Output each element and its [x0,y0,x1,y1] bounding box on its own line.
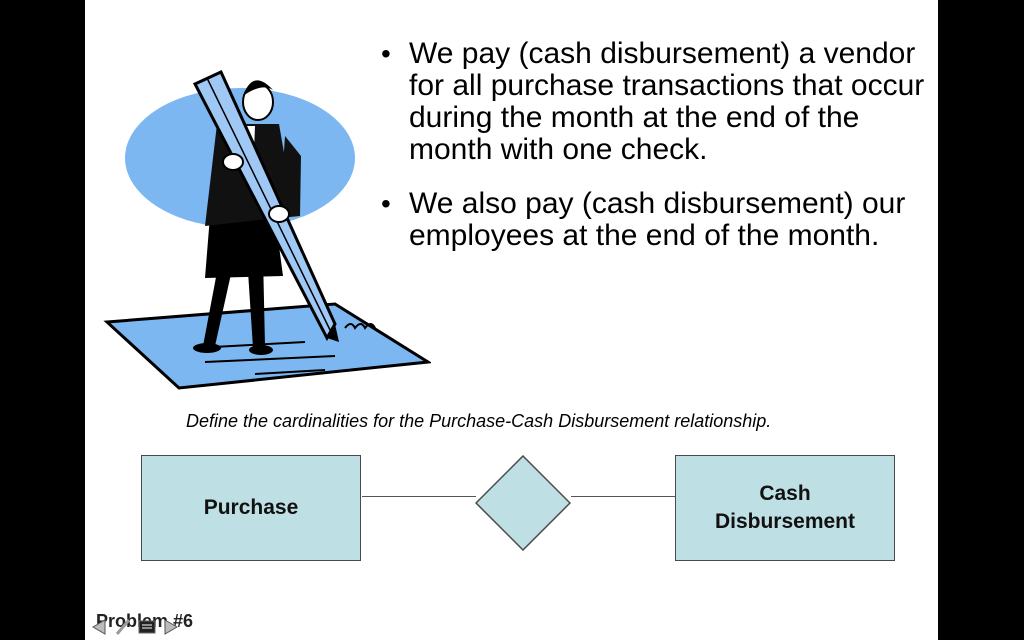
bullet-list: • We pay (cash disbursement) a vendor fo… [377,38,927,274]
bullet-item: • We also pay (cash disbursement) our em… [377,188,927,252]
entity-purchase-label: Purchase [203,496,299,519]
entity-purchase: Purchase [141,455,361,561]
bullet-dot: • [381,38,391,69]
instruction-text: Define the cardinalities for the Purchas… [186,411,772,431]
pen-tool-icon[interactable] [112,617,134,637]
woman-with-pen-clipart [103,70,431,390]
slide-navigation [88,616,184,638]
entity-cash-label-line2: Disbursement [714,510,856,533]
next-slide-icon[interactable] [160,617,182,637]
entity-cash-disbursement: Cash Disbursement [675,455,895,561]
bullet-item: • We pay (cash disbursement) a vendor fo… [377,38,927,166]
entity-cash-label-line1: Cash [759,482,811,505]
slide-canvas: • We pay (cash disbursement) a vendor fo… [85,0,938,640]
bullet-dot: • [381,188,391,219]
bullet-text: We pay (cash disbursement) a vendor for … [409,37,925,166]
bullet-text: We also pay (cash disbursement) our empl… [409,187,906,252]
previous-slide-icon[interactable] [88,617,110,637]
connector-left [362,496,476,497]
connector-right [571,496,676,497]
relationship-diamond [475,455,571,551]
slide-menu-icon[interactable] [136,617,158,637]
